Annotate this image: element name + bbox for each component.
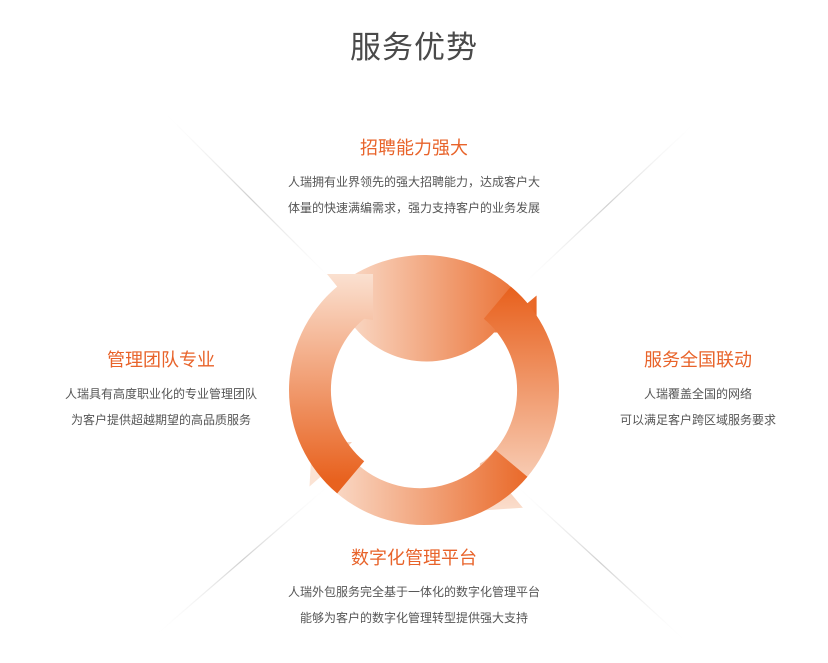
advantage-description-line: 可以满足客户跨区域服务要求 xyxy=(619,413,776,427)
connector-line-bottom-right xyxy=(509,479,691,646)
advantage-digital-platform: 数字化管理平台 人瑞外包服务完全基于一体化的数字化管理平台 能够为客户的数字化管… xyxy=(264,547,564,631)
advantage-title: 管理团队专业 xyxy=(107,350,215,371)
advantage-description-line: 人瑞覆盖全国的网络 xyxy=(643,387,752,401)
advantage-description-line: 为客户提供超越期望的高品质服务 xyxy=(70,413,251,427)
advantage-nationwide-service: 服务全国联动 人瑞覆盖全国的网络 可以满足客户跨区域服务要求 xyxy=(568,349,828,433)
advantage-description-line: 人瑞外包服务完全基于一体化的数字化管理平台 xyxy=(287,585,540,599)
cycle-arrow-left xyxy=(288,274,373,494)
cycle-arrow-top xyxy=(323,255,537,362)
advantage-title: 服务全国联动 xyxy=(644,350,752,371)
cycle-arrow-bottom xyxy=(309,442,528,526)
advantage-description-line: 人瑞具有高度职业化的专业管理团队 xyxy=(64,387,257,401)
connector-line-top-right xyxy=(514,117,701,293)
connector-line-bottom-left xyxy=(149,479,336,641)
advantage-title: 招聘能力强大 xyxy=(360,138,468,159)
advantage-description-line: 能够为客户的数字化管理转型提供强大支持 xyxy=(299,611,528,625)
connector-line-top-left xyxy=(159,107,341,289)
page-title: 服务优势 xyxy=(350,30,478,66)
advantage-recruiting: 招聘能力强大 人瑞拥有业界领先的强大招聘能力，达成客户大 体量的快速满编需求，强… xyxy=(264,137,564,221)
advantage-description-line: 体量的快速满编需求，强力支持客户的业务发展 xyxy=(287,201,540,215)
advantage-description-line: 人瑞拥有业界领先的强大招聘能力，达成客户大 xyxy=(287,175,540,189)
advantage-management-team: 管理团队专业 人瑞具有高度职业化的专业管理团队 为客户提供超越期望的高品质服务 xyxy=(16,349,306,433)
advantage-title: 数字化管理平台 xyxy=(351,548,477,569)
cycle-arrows xyxy=(288,255,560,526)
